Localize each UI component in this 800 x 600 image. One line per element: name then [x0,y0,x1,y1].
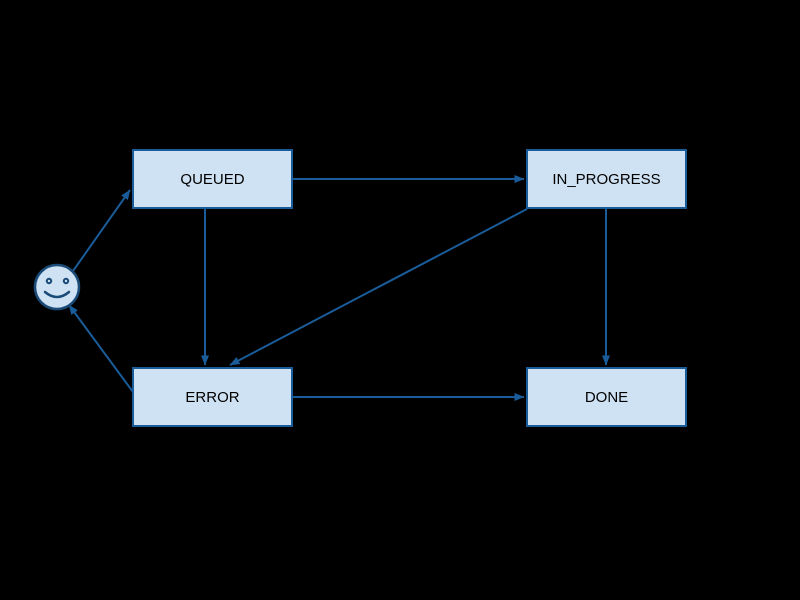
node-state-done[interactable]: DONE [526,367,687,427]
state-label-error: ERROR [185,389,239,406]
state-box-queued[interactable] [132,149,293,209]
smiley-mouth [43,290,71,299]
edge-in-progress-to-error [229,208,528,366]
edge-error-to-start [68,304,134,393]
state-label-done: DONE [585,389,628,406]
state-label-in-progress: IN_PROGRESS [552,171,660,188]
smiley-eye-left [45,277,53,285]
node-state-queued[interactable]: QUEUED [132,149,293,209]
state-box-in-progress[interactable] [526,149,687,209]
node-state-error[interactable]: ERROR [132,367,293,427]
smiley-face-icon[interactable] [33,263,81,311]
state-label-queued: QUEUED [180,171,244,188]
state-box-done[interactable] [526,367,687,427]
state-box-error[interactable] [132,367,293,427]
node-state-in-progress[interactable]: IN_PROGRESS [526,149,687,209]
node-start-actor[interactable] [33,263,81,311]
smiley-eye-right [62,277,70,285]
edge-start-to-queued [72,189,131,272]
